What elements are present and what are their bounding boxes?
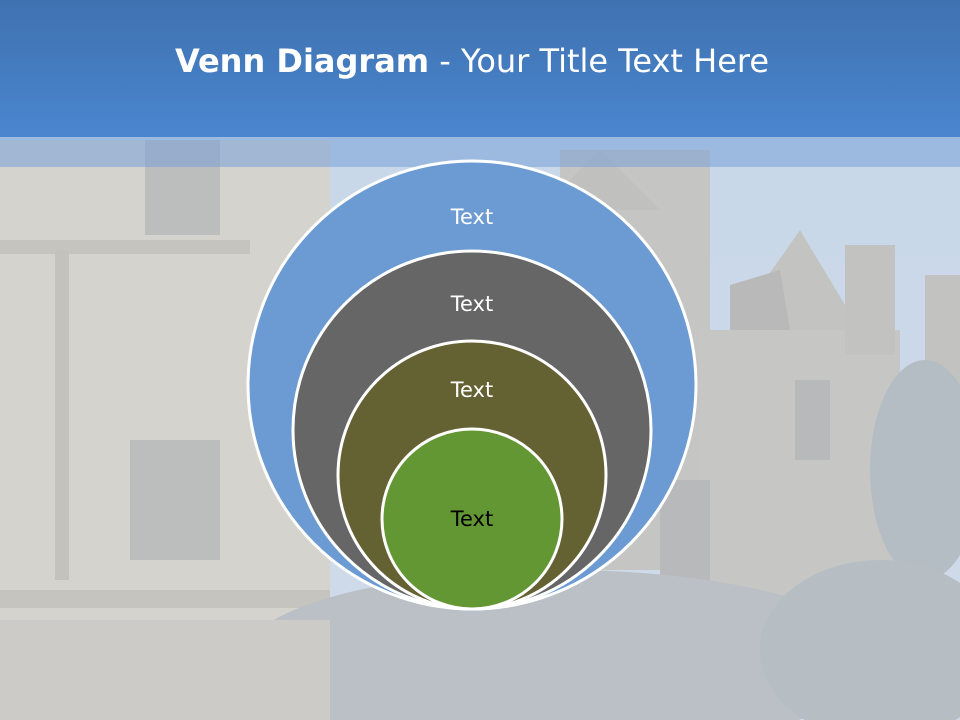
venn-label-second: Text (450, 292, 493, 316)
venn-label-inner: Text (450, 507, 493, 531)
venn-label-outer: Text (450, 205, 493, 229)
slide-title-rest: - Your Title Text Here (429, 42, 770, 80)
slide-title: Venn Diagram - Your Title Text Here (0, 42, 944, 80)
venn-label-third: Text (450, 378, 493, 402)
slide-title-bold: Venn Diagram (174, 42, 430, 80)
venn-circle-inner (380, 427, 564, 611)
title-bar (0, 0, 960, 137)
